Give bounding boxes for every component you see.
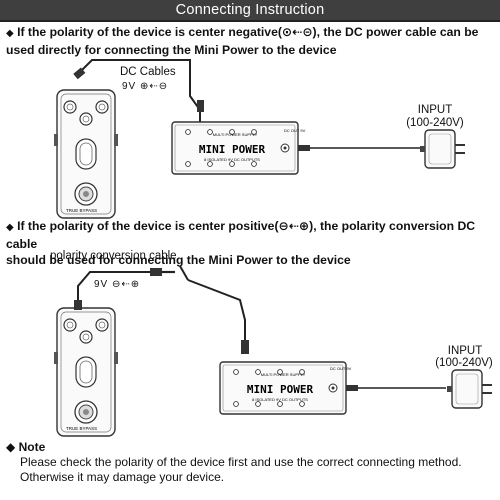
section1-ac-adapter: [419, 129, 466, 169]
section2-input-label: INPUT: [447, 345, 483, 357]
section2-text-line2: should be used for connecting the Mini P…: [6, 253, 351, 267]
section2-psu-top-text: MULTI POWER SUPPLY: [261, 372, 306, 377]
note-title: Note: [18, 440, 46, 454]
note-body: Please check the polarity of the device …: [20, 455, 490, 485]
section2-voltage-polarity: 9V ⊖⇠⊕: [94, 279, 141, 290]
section2-pedal: [53, 307, 119, 437]
section1-input-label: INPUT: [417, 104, 453, 116]
section1-psu-brand: MINI POWER: [199, 143, 266, 156]
polarity-cable-label: polarity conversion cable: [50, 250, 177, 262]
section2-pedal-label: TRUE BYPASS: [66, 426, 97, 431]
section1-psu-top-text: MULTI POWER SUPPLY: [213, 132, 258, 137]
section2-ac-adapter: [446, 369, 493, 409]
bullet-diamond-icon: ◆: [6, 440, 16, 454]
section1-psu-bottom-text: 8 ISOLATED 9V DC OUTPUTS: [204, 157, 260, 162]
section1-pedal-label: TRUE BYPASS: [66, 208, 97, 213]
section2-input-range: (100-240V): [435, 357, 493, 369]
title-banner: Connecting Instruction: [0, 0, 500, 22]
section2-psu-dc-label: DC OUT 9V: [330, 366, 352, 371]
note-line1: Please check the polarity of the device …: [20, 455, 462, 469]
section2-instruction: ◆ If the polarity of the device is cente…: [6, 218, 496, 268]
section1-text-line2: used directly for connecting the Mini Po…: [6, 43, 337, 57]
section2-psu-bottom-text: 8 ISOLATED 9V DC OUTPUTS: [252, 397, 308, 402]
section2-psu-brand: MINI POWER: [247, 383, 314, 396]
section1-input-range: (100-240V): [406, 117, 464, 129]
dc-cables-label: DC Cables: [120, 66, 176, 78]
section1-pedal: [53, 89, 119, 219]
section1-instruction: ◆ If the polarity of the device is cente…: [6, 24, 496, 58]
section2-text-line1: If the polarity of the device is center …: [6, 219, 476, 251]
bullet-diamond-icon: ◆: [6, 222, 14, 233]
note-heading: ◆ Note: [6, 440, 45, 454]
section1-psu-dc-label: DC OUT 9V: [284, 128, 306, 133]
bullet-diamond-icon: ◆: [6, 28, 14, 39]
page-title: Connecting Instruction: [175, 2, 325, 18]
section1-voltage-polarity: 9V ⊕⇠⊖: [122, 81, 169, 92]
note-line2: Otherwise it may damage your device.: [20, 470, 225, 484]
section1-text-line1: If the polarity of the device is center …: [17, 25, 479, 39]
